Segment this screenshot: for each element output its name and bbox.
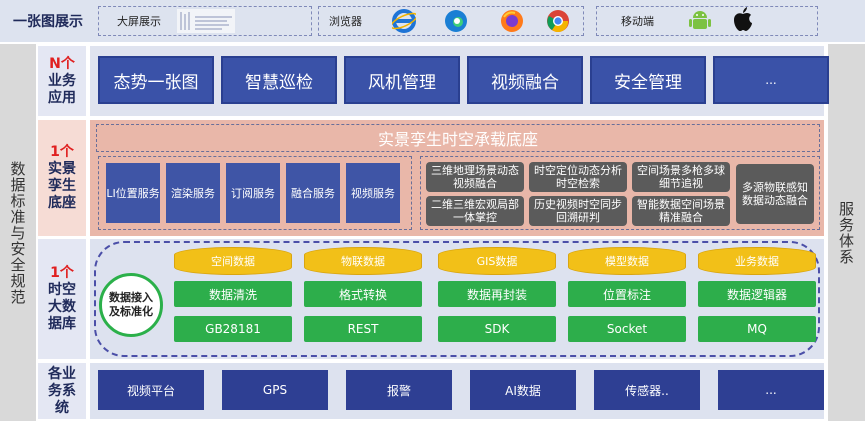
- twin-services-group: [98, 156, 412, 230]
- app-video-fusion[interactable]: 视频融合: [467, 56, 583, 104]
- mobile-label: 移动端: [621, 15, 654, 28]
- process-logic: 数据逻辑器: [698, 281, 816, 307]
- capability-history-replay: 历史视频时空同步回溯研判: [529, 196, 627, 226]
- store-spatial: 空间数据: [174, 247, 292, 275]
- twin-capabilities-group: [420, 156, 820, 230]
- capability-iot-fusion: 多源物联感知数据动态融合: [736, 164, 814, 224]
- service-fusion: 融合服务: [286, 163, 340, 223]
- store-iot: 物联数据: [304, 247, 422, 275]
- data-ingest-label: 数据接入及标准化: [109, 291, 153, 318]
- right-side-bar: 服务体系: [828, 44, 865, 421]
- capability-3d-video-fusion: 三维地理场景动态视频融合: [426, 162, 524, 192]
- data-ingest-circle: 数据接入及标准化: [99, 273, 163, 337]
- apps-name: 业务应用: [48, 72, 76, 106]
- edge-icon: [444, 9, 467, 32]
- store-gis: GIS数据: [438, 247, 556, 275]
- left-side-bar: 数据标准与安全规范: [0, 44, 36, 421]
- systems-name: 各业务系统: [48, 365, 76, 416]
- protocol-rest: REST: [304, 316, 422, 342]
- twin-name: 实景孪生底座: [48, 161, 76, 211]
- browser-label: 浏览器: [329, 15, 362, 28]
- service-li-location: LI位置服务: [106, 163, 160, 223]
- layer-label-systems: 各业务系统: [38, 363, 86, 419]
- chrome-icon: [546, 9, 569, 33]
- process-format-convert: 格式转换: [304, 281, 422, 307]
- layer-label-twin: 1个 实景孪生底座: [38, 120, 86, 236]
- process-location-tag: 位置标注: [568, 281, 686, 307]
- service-system-label: 服务体系: [837, 200, 855, 265]
- business-systems-row: [90, 363, 824, 419]
- app-situation-map[interactable]: 态势一张图: [98, 56, 214, 104]
- system-video-platform[interactable]: 视频平台: [98, 370, 204, 410]
- apps-count: N个: [49, 55, 75, 72]
- system-ai-data[interactable]: AI数据: [470, 370, 576, 410]
- process-repackage: 数据再封装: [438, 281, 556, 307]
- twin-count: 1个: [50, 144, 74, 160]
- capability-2d-3d-control: 二维三维宏观局部一体掌控: [426, 196, 524, 226]
- bigdata-name: 时空大数据库: [48, 282, 76, 332]
- service-subscribe: 订阅服务: [226, 163, 280, 223]
- top-bar-title: 一张图展示: [13, 14, 83, 30]
- system-gps[interactable]: GPS: [222, 370, 328, 410]
- app-more[interactable]: ...: [713, 56, 829, 104]
- app-safety-management[interactable]: 安全管理: [590, 56, 706, 104]
- large-screen-label: 大屏展示: [117, 15, 161, 28]
- capability-spatiotemporal-search: 时空定位动态分析时空检索: [529, 162, 627, 192]
- app-smart-inspection[interactable]: 智慧巡检: [221, 56, 337, 104]
- capability-multi-camera-tracking: 空间场景多枪多球细节追视: [632, 162, 730, 192]
- bigdata-count: 1个: [50, 265, 74, 281]
- twin-base-title: 实景孪生时空承载底座: [96, 124, 820, 152]
- layer-label-bigdata: 1个 时空大数据库: [38, 239, 86, 359]
- mobile-group: 移动端: [596, 6, 818, 36]
- system-more[interactable]: ...: [718, 370, 824, 410]
- layer-label-apps: N个 业务应用: [38, 46, 86, 116]
- protocol-socket: Socket: [568, 316, 686, 342]
- protocol-sdk: SDK: [438, 316, 556, 342]
- protocol-gb28181: GB28181: [174, 316, 292, 342]
- firefox-icon: [500, 9, 523, 32]
- data-standard-security-label: 数据标准与安全规范: [8, 160, 27, 305]
- store-model: 模型数据: [568, 247, 686, 275]
- store-business: 业务数据: [698, 247, 816, 275]
- ie-icon: [390, 9, 418, 33]
- service-video: 视频服务: [346, 163, 400, 223]
- browser-group: 浏览器: [318, 6, 584, 36]
- process-cleaning: 数据清洗: [174, 281, 292, 307]
- system-alarm[interactable]: 报警: [346, 370, 452, 410]
- bigdata-dashed-frame: [94, 241, 820, 357]
- screen-preview-icon: [177, 9, 235, 33]
- apple-icon: [732, 6, 754, 31]
- large-screen-group: 大屏展示: [98, 6, 312, 36]
- capability-smart-scene-fusion: 智能数据空间场景精准融合: [632, 196, 730, 226]
- system-sensor[interactable]: 传感器..: [594, 370, 700, 410]
- android-icon: [688, 8, 711, 30]
- protocol-mq: MQ: [698, 316, 816, 342]
- service-render: 渲染服务: [166, 163, 220, 223]
- app-turbine-management[interactable]: 风机管理: [344, 56, 460, 104]
